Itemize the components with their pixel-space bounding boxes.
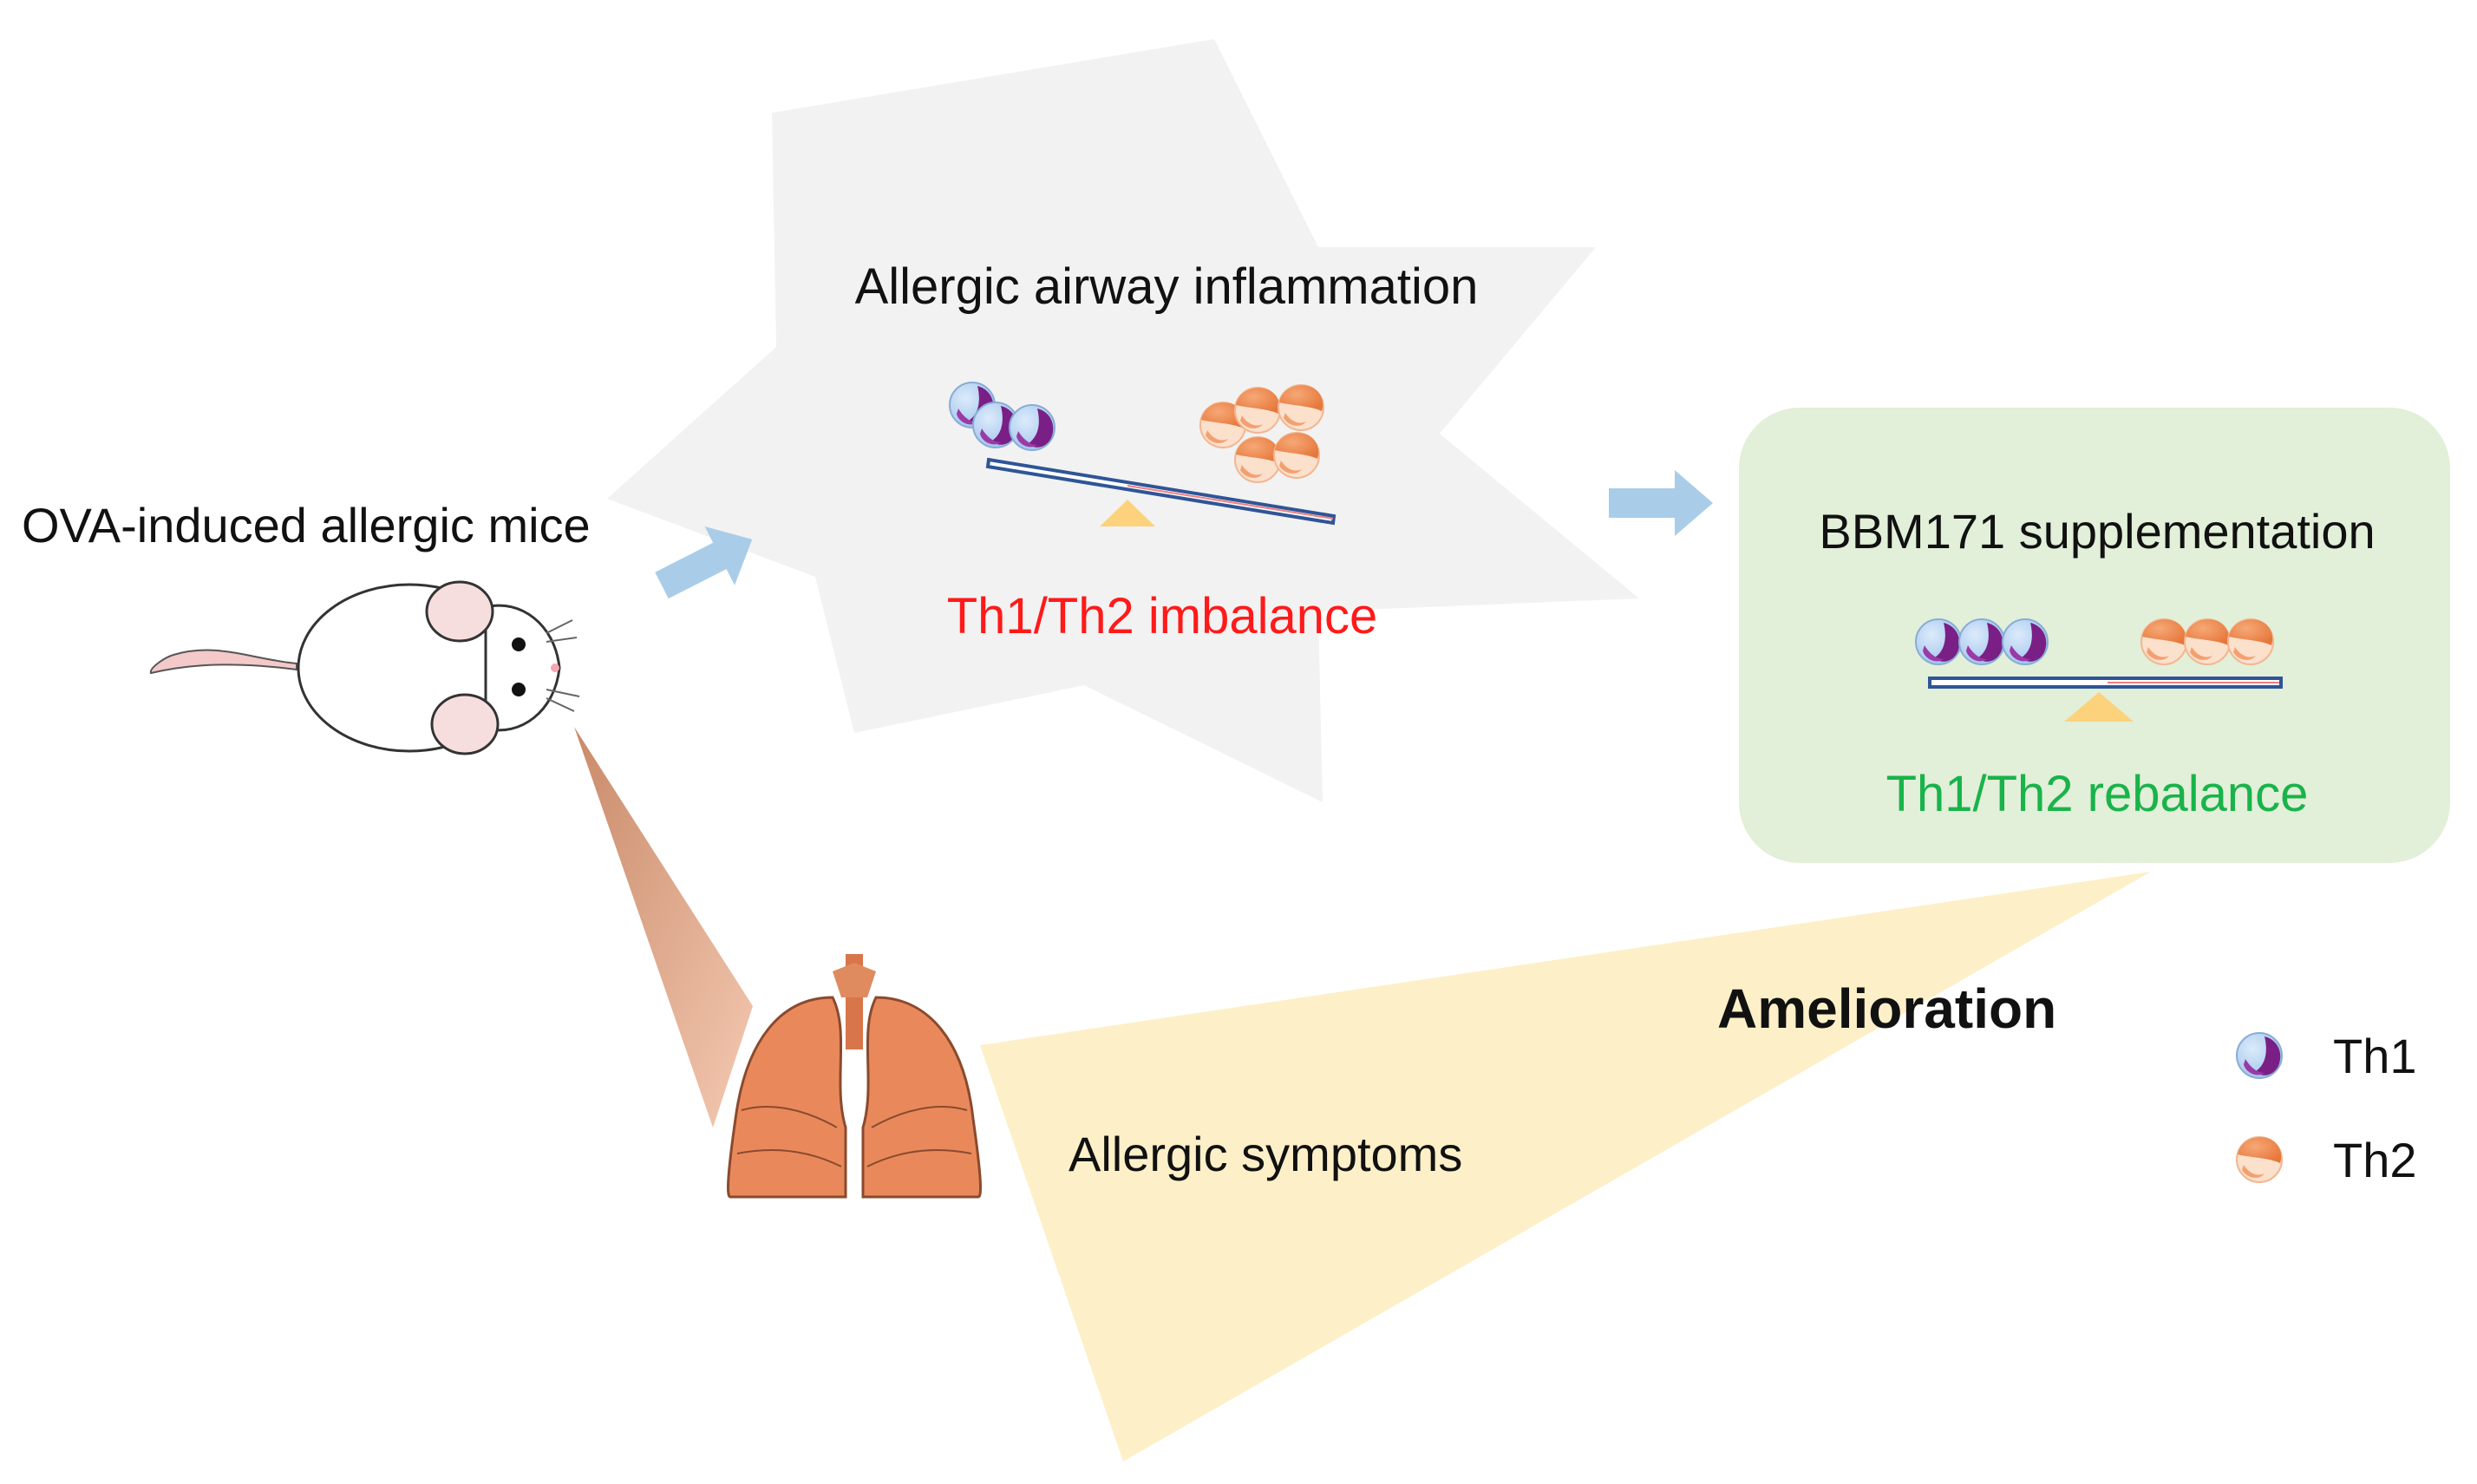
arrow-icon [1609, 470, 1713, 536]
th2-cell-icon [2184, 618, 2231, 665]
inflammation-label: Allergic airway inflammation [855, 258, 1479, 315]
seesaw-icon [1928, 677, 2283, 722]
th1-cell-icon [2002, 618, 2049, 665]
amelioration-label: Amelioration [1717, 977, 2056, 1040]
lung-icon [727, 954, 982, 1199]
mice-label: OVA-induced allergic mice [22, 498, 591, 552]
imbalance-label: Th1/Th2 imbalance [947, 588, 1377, 644]
th1-cell-icon [1915, 618, 1962, 665]
th2-cell-icon [2227, 618, 2274, 665]
mouse-lung-cone [574, 727, 753, 1128]
mouse-icon [149, 580, 580, 755]
arrow-icon [655, 526, 753, 599]
supplementation-label: BBM171 supplementation [1819, 504, 2375, 559]
supplementation-box [1739, 408, 2450, 863]
th1-cell-icon [1958, 618, 2005, 665]
legend-th2-label: Th2 [2333, 1133, 2417, 1187]
symptoms-label: Allergic symptoms [1069, 1127, 1462, 1181]
seesaw-icon [985, 457, 1337, 526]
th2-cell-icon [2140, 618, 2187, 665]
th2-cell-icon [1234, 387, 1281, 434]
th2-cell-icon [1278, 384, 1324, 431]
th2-cell-icon [2236, 1136, 2283, 1183]
legend-th1-label: Th1 [2333, 1029, 2417, 1083]
th1-cell-icon [1009, 404, 1056, 451]
inflammation-star [607, 39, 1639, 802]
rebalance-label: Th1/Th2 rebalance [1886, 766, 2309, 822]
th2-cell-icon [1273, 432, 1320, 479]
amelioration-wedge [980, 872, 2151, 1461]
th1-cell-icon [2236, 1032, 2283, 1079]
th2-cell-icon [1234, 436, 1281, 483]
